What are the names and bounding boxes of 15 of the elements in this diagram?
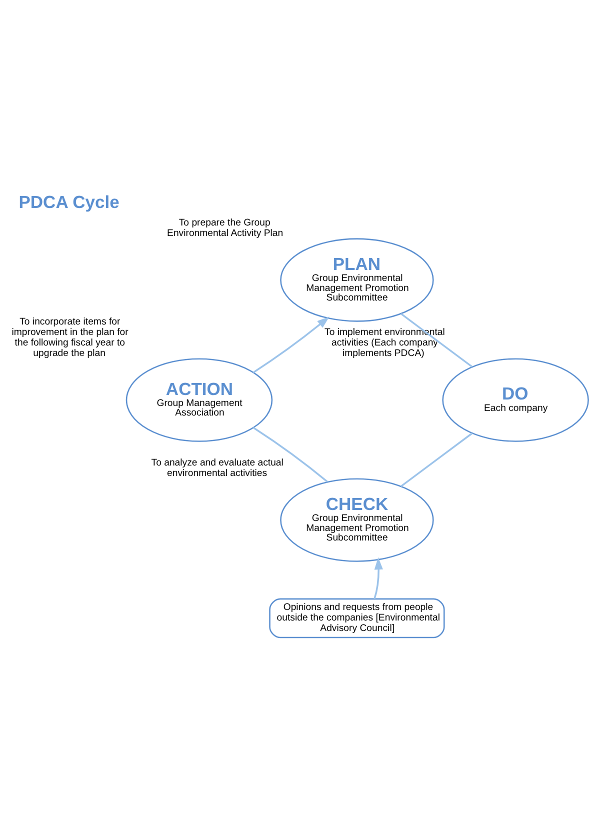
node-ellipse: ACTION Group Management Association: [126, 358, 273, 442]
connector: [252, 426, 328, 483]
diagram-title: PDCA Cycle: [18, 192, 120, 212]
arrow: [252, 316, 330, 374]
arrow: [374, 557, 383, 600]
node-ellipse: PLAN Group Environmental Management Promotion Subcommittee: [280, 238, 434, 322]
node-label: To analyze and evaluate actual environmental activities: [151, 458, 284, 480]
node-ellipse: CHECK Group Environmental Management Promotion Subcommittee: [280, 478, 434, 562]
connector: [400, 313, 473, 368]
connector: [400, 432, 473, 487]
node-ellipse: DO Each company: [442, 358, 589, 442]
node-label: To implement environmental activities (Each company implements PDCA): [324, 327, 445, 360]
node-label: To incorporate items for improvement in the plan for the following fiscal year to upgrade the plan: [12, 316, 128, 360]
node-label: To prepare the Group Environmental Activity Plan: [167, 218, 284, 240]
node-box: Opinions and requests from people outside the companies [Environmental Advisory Council]: [269, 598, 445, 638]
